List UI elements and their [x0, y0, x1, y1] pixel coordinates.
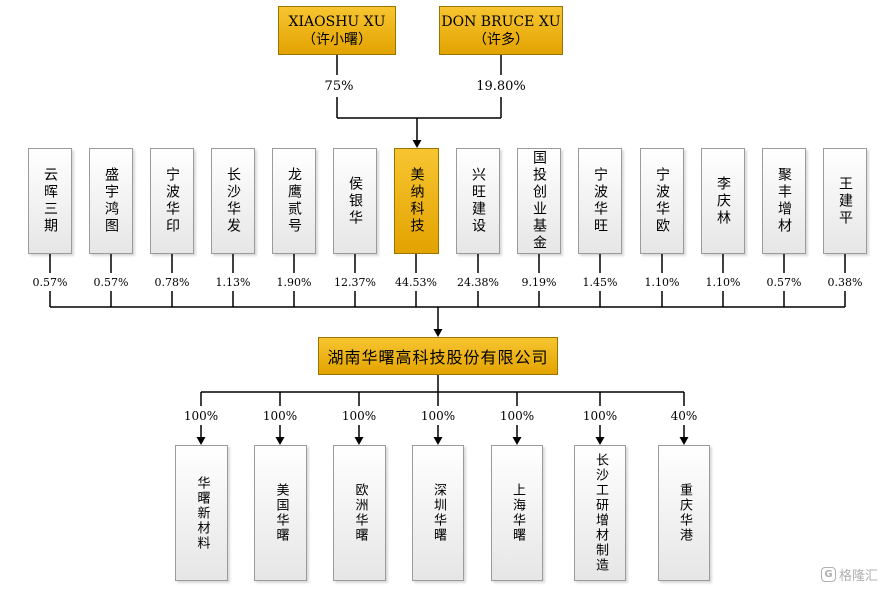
- shareholder-box: 侯银华: [333, 148, 377, 254]
- shareholder-label: 盛宇鸿图: [103, 167, 119, 235]
- shareholder-box: 云晖三期: [28, 148, 72, 254]
- arrow-head: [512, 437, 522, 445]
- subsidiary-label: 上海华曙: [510, 483, 525, 543]
- subsidiary-label: 长沙工研增材制造: [593, 453, 608, 573]
- shareholder-pct: 0.57%: [32, 276, 68, 289]
- subsidiary-pct: 100%: [499, 409, 535, 423]
- founder-name: XIAOSHU XU: [288, 13, 386, 30]
- shareholder-label: 国投创业基金: [531, 150, 547, 252]
- founder-pct-don-bruce-xu: 19.80%: [476, 79, 526, 94]
- shareholder-label: 李庆林: [715, 175, 731, 227]
- subsidiary-pct: 100%: [183, 409, 219, 423]
- founder-xiaoshu-xu: XIAOSHU XU （许小曙）: [278, 6, 396, 55]
- shareholder-pct: 44.53%: [395, 276, 437, 289]
- shareholder-label: 云晖三期: [42, 167, 58, 235]
- shareholder-pct: 0.57%: [766, 276, 802, 289]
- arrow-head: [354, 437, 364, 445]
- founder-pct-xiaoshu-xu: 75%: [324, 79, 354, 94]
- shareholder-label: 宁波华欧: [654, 167, 670, 235]
- subsidiary-pct: 40%: [670, 409, 698, 423]
- subsidiary-box: 欧洲华曙: [333, 445, 386, 581]
- shareholder-label: 宁波华印: [164, 167, 180, 235]
- subsidiary-box: 重庆华港: [658, 445, 710, 581]
- subsidiary-box: 深圳华曙: [412, 445, 464, 581]
- shareholder-box: 长沙华发: [211, 148, 255, 254]
- subsidiary-box: 美国华曙: [254, 445, 307, 581]
- shareholder-box: 国投创业基金: [517, 148, 561, 254]
- arrow-head: [595, 437, 605, 445]
- shareholder-pct: 0.38%: [827, 276, 863, 289]
- shareholder-box: 兴旺建设: [456, 148, 500, 254]
- watermark-text: 格隆汇: [838, 569, 878, 584]
- subsidiary-box: 华曙新材料: [175, 445, 228, 581]
- logo-icon: G: [820, 567, 836, 582]
- shareholder-box: 宁波华印: [150, 148, 194, 254]
- shareholder-box: 李庆林: [701, 148, 745, 254]
- shareholder-label: 侯银华: [347, 175, 363, 227]
- shareholder-pct: 0.57%: [93, 276, 129, 289]
- subsidiary-label: 重庆华港: [677, 483, 692, 543]
- arrow-head: [679, 437, 689, 445]
- shareholder-label: 兴旺建设: [470, 167, 486, 235]
- shareholder-box: 宁波华欧: [640, 148, 684, 254]
- shareholder-pct: 9.19%: [521, 276, 557, 289]
- shareholder-label: 宁波华旺: [592, 167, 608, 235]
- shareholder-box: 盛宇鸿图: [89, 148, 133, 254]
- arrow-head: [433, 437, 443, 445]
- arrow-head: [412, 140, 422, 148]
- shareholder-box-highlight: 美纳科技: [394, 148, 439, 254]
- subsidiary-label: 欧洲华曙: [352, 483, 368, 543]
- company-box: 湖南华曙高科技股份有限公司: [318, 337, 558, 375]
- shareholder-pct: 1.10%: [705, 276, 741, 289]
- shareholder-pct: 12.37%: [334, 276, 376, 289]
- founder-name: DON BRUCE XU: [441, 13, 561, 30]
- subsidiary-pct: 100%: [420, 409, 456, 423]
- founder-cn-name: （许多）: [473, 31, 529, 48]
- shareholder-pct: 24.38%: [457, 276, 499, 289]
- shareholder-pct: 1.45%: [582, 276, 618, 289]
- subsidiary-pct: 100%: [341, 409, 377, 423]
- subsidiary-label: 华曙新材料: [194, 475, 210, 551]
- shareholder-box: 宁波华旺: [578, 148, 622, 254]
- subsidiary-label: 美国华曙: [273, 483, 289, 543]
- founder-don-bruce-xu: DON BRUCE XU （许多）: [439, 6, 563, 55]
- company-name: 湖南华曙高科技股份有限公司: [327, 348, 549, 367]
- shareholder-box: 龙鹰贰号: [272, 148, 316, 254]
- shareholder-label: 聚丰增材: [776, 167, 792, 235]
- shareholder-label: 王建平: [837, 175, 853, 227]
- subsidiary-box: 长沙工研增材制造: [574, 445, 626, 581]
- founder-cn-name: （许小曙）: [302, 31, 372, 48]
- shareholder-pct: 0.78%: [154, 276, 190, 289]
- shareholder-pct: 1.90%: [276, 276, 312, 289]
- subsidiary-pct: 100%: [262, 409, 298, 423]
- shareholder-box: 聚丰增材: [762, 148, 806, 254]
- arrow-head: [433, 329, 443, 337]
- shareholder-label: 长沙华发: [225, 167, 241, 235]
- shareholder-box: 王建平: [823, 148, 867, 254]
- shareholder-pct: 1.13%: [215, 276, 251, 289]
- subsidiary-box: 上海华曙: [491, 445, 543, 581]
- watermark-logo: G 格隆汇: [820, 565, 878, 584]
- arrow-head: [196, 437, 206, 445]
- subsidiary-pct: 100%: [582, 409, 618, 423]
- shareholder-pct: 1.10%: [644, 276, 680, 289]
- arrow-head: [275, 437, 285, 445]
- shareholder-label: 龙鹰贰号: [286, 167, 302, 235]
- shareholder-label: 美纳科技: [408, 167, 425, 235]
- subsidiary-label: 深圳华曙: [431, 483, 446, 543]
